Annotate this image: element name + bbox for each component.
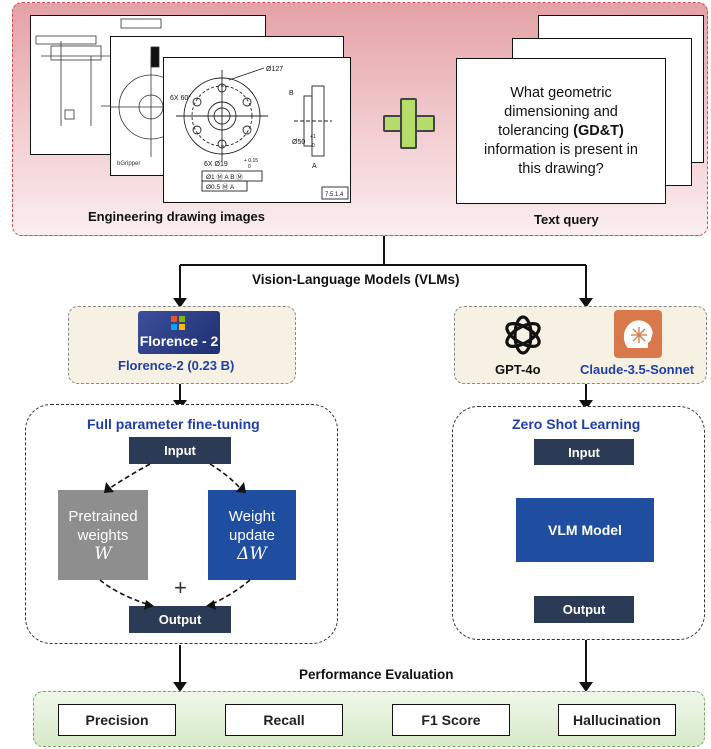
metric-f1-score: F1 Score <box>392 704 510 736</box>
pretrained-symbol: W <box>94 543 112 564</box>
dim-holes: 6X Ø19 <box>204 161 228 168</box>
query-line-1: What geometric <box>510 84 612 101</box>
florence-logo: Florence - 2 <box>138 311 220 354</box>
dim-holes-tol-upper: + 0.15 <box>244 158 258 164</box>
vlm-header: Vision-Language Models (VLMs) <box>252 272 460 287</box>
drawing-sheet-front: Ø127 6X 60° 6X Ø19 + 0.15 0 Ø50 +1 0 B A… <box>163 57 351 203</box>
evaluation-title: Performance Evaluation <box>299 667 454 682</box>
metric-recall: Recall <box>225 704 343 736</box>
drawing-front: Ø127 6X 60° 6X Ø19 + 0.15 0 Ø50 +1 0 B A… <box>170 66 349 200</box>
update-line-2: update <box>229 526 275 544</box>
zeroshot-output: Output <box>534 596 634 623</box>
images-caption: Engineering drawing images <box>88 209 265 224</box>
query-card: What geometric dimensioning and toleranc… <box>456 58 666 204</box>
query-caption: Text query <box>534 212 599 227</box>
metric-precision: Precision <box>58 704 176 736</box>
florence-logo-text: Florence - 2 <box>139 333 219 349</box>
claude-label: Claude-3.5-Sonnet <box>580 362 695 377</box>
datum-b: B <box>289 90 294 97</box>
florence-label: Florence-2 (0.23 B) <box>118 358 235 373</box>
query-line-5: this drawing? <box>518 160 604 177</box>
zeroshot-input: Input <box>534 439 634 465</box>
update-symbol: ΔW <box>237 543 267 564</box>
dim-holes-tol-lower: 0 <box>248 164 251 170</box>
drawing-back-lines <box>35 18 162 126</box>
plus-icon <box>400 98 417 149</box>
query-line-3: tolerancing (GD&T) <box>498 122 624 139</box>
metric-hallucination: Hallucination <box>558 704 676 736</box>
finetune-title: Full parameter fine-tuning <box>87 416 260 432</box>
windows-icon <box>171 316 185 330</box>
plus-sign: + <box>174 575 187 600</box>
zeroshot-title: Zero Shot Learning <box>512 416 641 432</box>
dim-127: Ø127 <box>266 66 283 73</box>
dim-50-tol-upper: +1 <box>310 134 316 140</box>
dim-50-tol-lower: 0 <box>312 143 315 149</box>
query-line-2: dimensioning and <box>504 103 618 120</box>
fcf-1: Ø1 Ⓜ A B Ⓜ <box>206 173 243 181</box>
query-gdt: (GD&T) <box>573 122 624 139</box>
finetune-output: Output <box>129 606 231 633</box>
dim-50: Ø50 <box>292 139 305 146</box>
dim-angle: 6X 60° <box>170 94 191 102</box>
query-line-4: information is present in <box>484 141 638 158</box>
vlm-model-box: VLM Model <box>516 498 654 562</box>
finetune-input: Input <box>129 437 231 464</box>
claude-icon <box>614 310 662 358</box>
pretrained-line-1: Pretrained <box>68 507 138 525</box>
openai-icon <box>505 315 541 355</box>
fcf-2: Ø0.5 Ⓜ A <box>206 183 235 191</box>
update-line-1: Weight <box>228 507 276 525</box>
commercial-box <box>454 306 707 384</box>
back-sheet-label: bGripper <box>117 161 140 167</box>
pretrained-weights-box: Pretrained weights W <box>58 490 148 580</box>
datum-a: A <box>312 163 317 170</box>
sheet-number: 7.5.1.4 <box>325 192 344 198</box>
gpt-label: GPT-4o <box>495 362 541 377</box>
pretrained-line-2: weights <box>77 526 129 544</box>
weight-update-box: Weight update ΔW <box>208 490 296 580</box>
